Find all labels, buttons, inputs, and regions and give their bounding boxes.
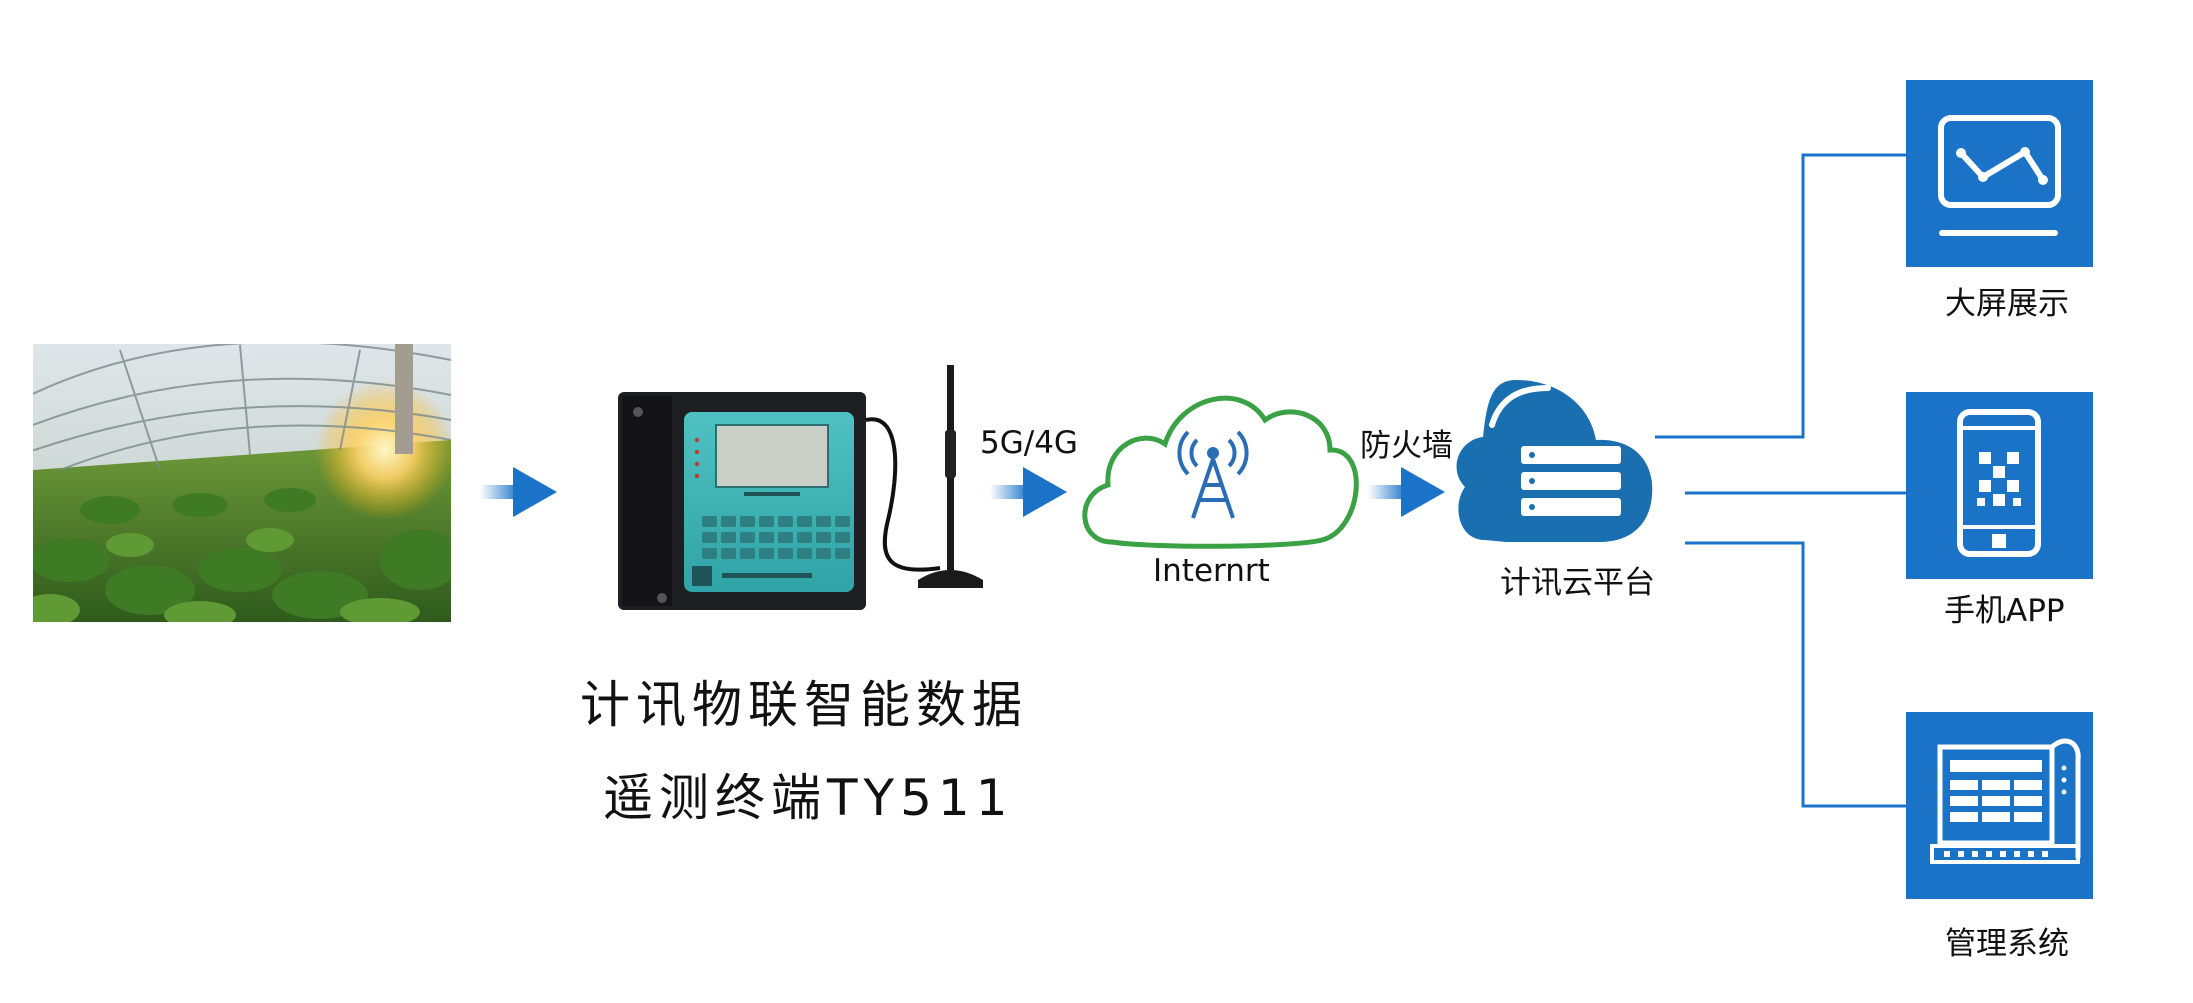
device-title-line1: 计讯物联智能数据	[580, 676, 1028, 734]
management-system-tile	[1906, 712, 2093, 899]
management-document-icon	[1930, 738, 2081, 864]
cloud-platform-icon	[1456, 380, 1653, 542]
output-connectors	[1655, 153, 1906, 808]
internet-cloud	[1082, 395, 1359, 549]
monitor-chart-icon	[1938, 115, 2061, 236]
wireless-link-label: 5G/4G	[980, 425, 1078, 461]
firewall-label: 防火墙	[1360, 428, 1453, 464]
signal-tower-icon	[1177, 430, 1249, 519]
greenhouse-photo	[33, 344, 451, 622]
device-title-line2: 遥测终端TY511	[603, 769, 1014, 827]
mobile-app-tile	[1906, 392, 2093, 579]
large-screen-tile	[1906, 80, 2093, 267]
internet-label: Internrt	[1153, 553, 1270, 589]
telemetry-device	[618, 365, 983, 610]
arrow-device-to-internet	[990, 467, 1067, 517]
smartphone-qr-icon	[1957, 409, 2041, 557]
arrow-internet-to-cloud	[1368, 467, 1445, 517]
large-screen-label: 大屏展示	[1945, 286, 2069, 322]
arrow-photo-to-device	[480, 467, 557, 517]
management-system-label: 管理系统	[1945, 926, 2069, 962]
cloud-platform-label: 计讯云平台	[1500, 565, 1655, 601]
mobile-app-label: 手机APP	[1944, 593, 2065, 629]
